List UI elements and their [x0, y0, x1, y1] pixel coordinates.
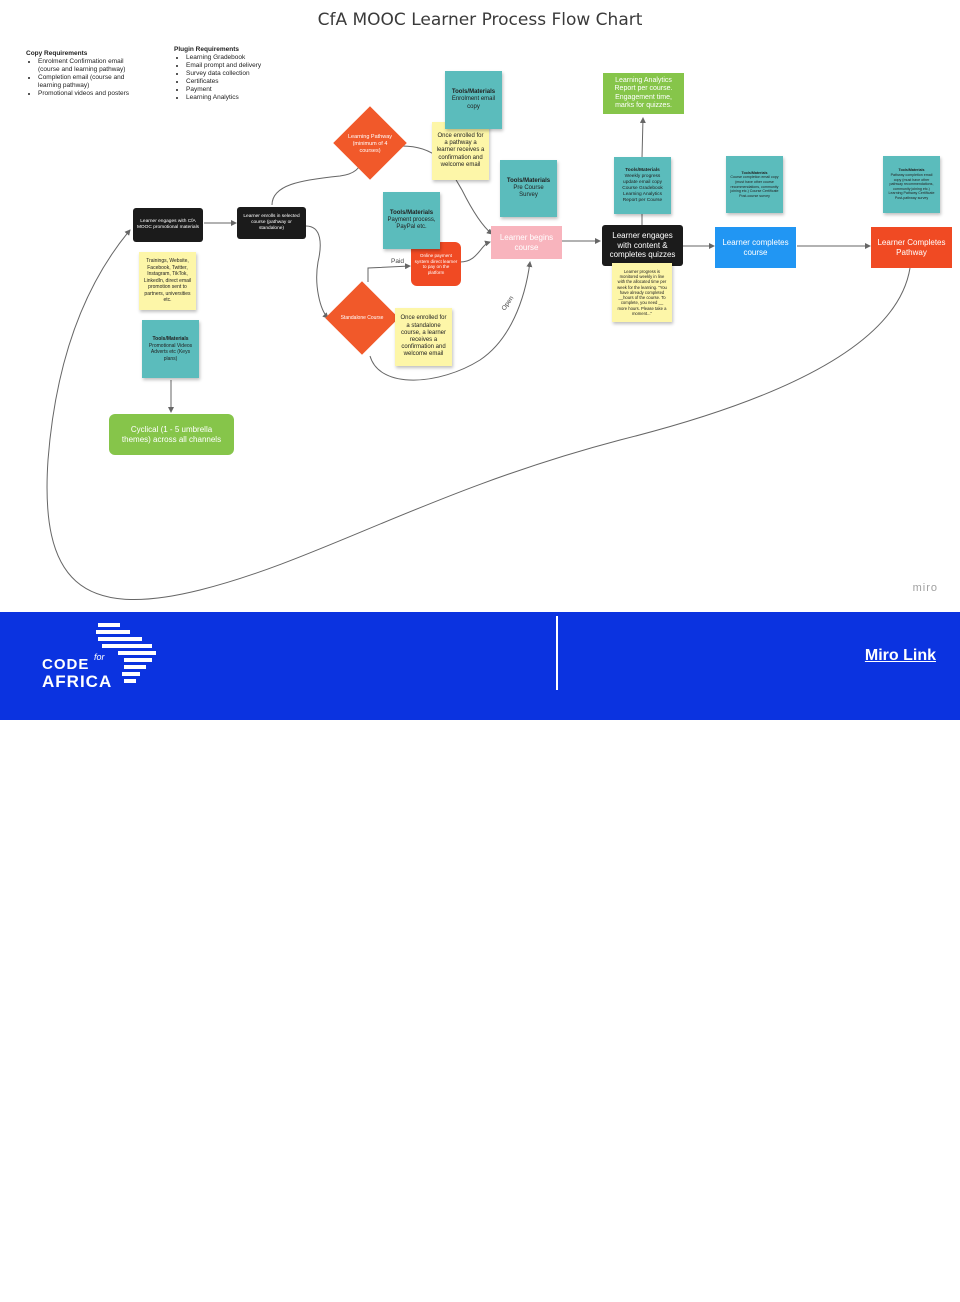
note-standalone-enrolled[interactable]: Once enrolled for a standalone course, a…	[395, 308, 452, 366]
plugin-requirement-item: Email prompt and delivery	[186, 62, 284, 70]
plugin-requirement-item: Survey data collection	[186, 70, 284, 78]
copy-requirements-heading: Copy Requirements	[26, 50, 88, 57]
edge-standalone-to-begin-open	[369, 261, 533, 381]
note-title: Tools/Materials	[898, 168, 925, 173]
plugin-requirement-item: Payment	[186, 86, 284, 94]
note-title: Tools/Materials	[389, 209, 434, 216]
flow-connectors	[46, 117, 911, 601]
copy-requirement-item: Promotional videos and posters	[38, 90, 146, 98]
footer-divider	[556, 616, 558, 690]
plugin-requirement-item: Learning Analytics	[186, 94, 284, 102]
logo-code-text: CODE	[42, 656, 90, 673]
miro-watermark: miro	[912, 582, 938, 594]
node-engages-content[interactable]: Learner engages with content & completes…	[602, 225, 683, 266]
plugin-requirements-heading: Plugin Requirements	[174, 46, 240, 53]
footer-bar	[0, 612, 960, 720]
node-completes-course[interactable]: Learner completes course	[715, 227, 796, 268]
note-body: Payment process, PayPal etc.	[387, 216, 436, 231]
note-body: Pre Course Survey	[513, 184, 544, 199]
note-course-complete-tools[interactable]: Tools/Materials Course completion email …	[726, 156, 783, 213]
code-for-africa-logo-mark	[92, 1232, 162, 1302]
note-survey-tools[interactable]: Tools/Materials Pre Course Survey	[500, 160, 557, 217]
edge-enroll-to-standalone	[305, 225, 329, 319]
note-pathway-complete-tools[interactable]: Tools/Materials Pathway completion email…	[883, 156, 940, 213]
note-title: Tools/Materials	[741, 170, 768, 175]
edge-pathway-to-begin	[401, 145, 493, 235]
edge-payment-to-begin	[459, 240, 491, 263]
note-enrol-email[interactable]: Tools/Materials Enrolment email copy	[445, 71, 502, 129]
copy-requirements: Copy Requirements Enrolment Confirmation…	[26, 50, 146, 98]
note-body: Enrolment email copy	[451, 96, 496, 110]
node-engages-promo[interactable]: Learner engages with CfA MOOC promotiona…	[133, 208, 203, 242]
edge-label-paid: Paid	[391, 258, 405, 265]
plugin-requirements: Plugin Requirements Learning Gradebook E…	[174, 46, 284, 102]
copy-requirement-item: Completion email (course and learning pa…	[38, 74, 146, 90]
note-body: Course completion email copy (must have …	[730, 175, 779, 198]
plugin-requirement-item: Certificates	[186, 78, 284, 86]
note-weekly-tools[interactable]: Tools/Materials Weekly progress update e…	[614, 157, 671, 214]
logo-for-text: for	[94, 652, 105, 662]
page-title: CfA MOOC Learner Process Flow Chart	[317, 10, 643, 30]
node-online-payment[interactable]: Online payment system direct learner to …	[411, 242, 461, 286]
copy-requirement-item: Enrolment Confirmation email (course and…	[38, 58, 146, 74]
note-promo-tools[interactable]: Tools/Materials Promotional Videos Adver…	[142, 320, 199, 378]
miro-link[interactable]: Miro Link	[864, 647, 936, 664]
whiteboard-canvas: CfA MOOC Learner Process Flow Chart Copy…	[0, 0, 960, 612]
node-completes-pathway[interactable]: Learner Completes Pathway	[871, 227, 952, 268]
note-body: Promotional Videos Adverts etc (Keys pla…	[148, 342, 193, 362]
note-body: Pathway completion email copy (must have…	[888, 173, 935, 200]
node-learning-pathway: Learning Pathway (minimum of 4 courses)	[347, 133, 393, 154]
note-progress[interactable]: Learner progress is monitored weekly in …	[612, 263, 672, 322]
note-title: Tools/Materials	[451, 89, 496, 96]
africa-stripes-logo	[96, 623, 156, 683]
note-payment-tools[interactable]: Tools/Materials Payment process, PayPal …	[383, 192, 440, 249]
node-enrolls[interactable]: Learner enrolls in selected course (path…	[237, 207, 306, 239]
node-analytics-report[interactable]: Learning Analytics Report per course. En…	[603, 73, 684, 114]
plugin-requirement-item: Learning Gradebook	[186, 54, 284, 62]
note-title: Tools/Materials	[152, 336, 189, 342]
note-title: Tools/Materials	[625, 167, 660, 173]
note-pathway-enrolled[interactable]: Once enrolled for a pathway a learner re…	[432, 122, 489, 180]
logo-africa-text: AFRICA	[42, 672, 113, 691]
edge-standalone-to-payment	[367, 263, 411, 282]
note-title: Tools/Materials	[506, 177, 551, 184]
edge-pathway-loop-back	[46, 229, 911, 601]
node-begins-course[interactable]: Learner begins course	[491, 226, 562, 259]
node-cyclical[interactable]: Cyclical (1 - 5 umbrella themes) across …	[109, 414, 234, 455]
note-channels[interactable]: Trainings, Website, Facebook, Twitter, I…	[139, 252, 196, 310]
note-body: Weekly progress update email copy Course…	[622, 173, 663, 203]
node-standalone: Standalone Course	[340, 314, 384, 321]
